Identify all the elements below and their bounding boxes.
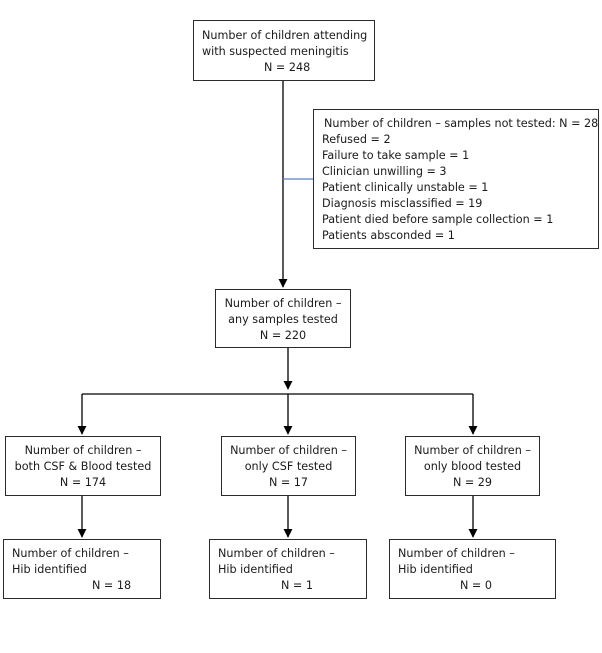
box-line: N = 1	[281, 579, 313, 592]
excluded-item: Clinician unwilling = 3	[322, 165, 447, 178]
box-line: Number of children attending	[202, 29, 368, 42]
box-line: Number of children –	[218, 547, 335, 560]
box-line: N = 18	[92, 579, 132, 592]
box-line: Hib identified	[398, 563, 473, 576]
box-line: N = 174	[59, 476, 107, 489]
excluded-item: Patients absconded = 1	[322, 229, 455, 242]
excluded-item: Patient died before sample collection = …	[322, 213, 554, 226]
box-line: Number of children –	[230, 444, 347, 457]
box-line: both CSF & Blood tested	[14, 460, 152, 473]
box-line: N = 248	[264, 61, 311, 74]
excluded-item: Failure to take sample = 1	[322, 149, 470, 162]
excluded-item: Patient clinically unstable = 1	[322, 181, 489, 194]
box-line: Hib identified	[12, 563, 87, 576]
box-line: any samples tested	[228, 313, 338, 326]
excluded-item: Refused = 2	[322, 133, 391, 146]
box-samples-not-tested: Number of children – samples not tested:…	[313, 109, 599, 249]
excluded-item: Diagnosis misclassified = 19	[322, 197, 483, 210]
box-only-csf: Number of children – only CSF tested N =…	[221, 436, 356, 496]
box-line: only CSF tested	[244, 460, 333, 473]
box-any-samples-tested: Number of children – any samples tested …	[215, 289, 351, 348]
box-suspected-meningitis: Number of children attending with suspec…	[193, 20, 375, 81]
box-line: with suspected meningitis	[202, 45, 349, 58]
box-line: Number of children –	[24, 444, 142, 457]
box-hib-blood: Number of children – Hib identified N = …	[389, 539, 556, 599]
box-line: Number of children –	[12, 547, 129, 560]
box-line: Number of children –	[398, 547, 515, 560]
box-hib-csf: Number of children – Hib identified N = …	[209, 539, 367, 599]
box-only-blood: Number of children – only blood tested N…	[405, 436, 540, 496]
excluded-title: Number of children – samples not tested:…	[324, 117, 599, 130]
box-line: Number of children –	[224, 297, 342, 310]
box-line: N = 17	[268, 476, 309, 489]
box-line: N = 29	[452, 476, 493, 489]
box-line: Hib identified	[218, 563, 293, 576]
box-line: only blood tested	[423, 460, 522, 473]
box-line: Number of children –	[414, 444, 531, 457]
box-line: N = 220	[259, 329, 307, 342]
box-line: N = 0	[460, 579, 492, 592]
box-both-csf-blood: Number of children – both CSF & Blood te…	[5, 436, 161, 496]
box-hib-both: Number of children – Hib identified N = …	[3, 539, 161, 599]
